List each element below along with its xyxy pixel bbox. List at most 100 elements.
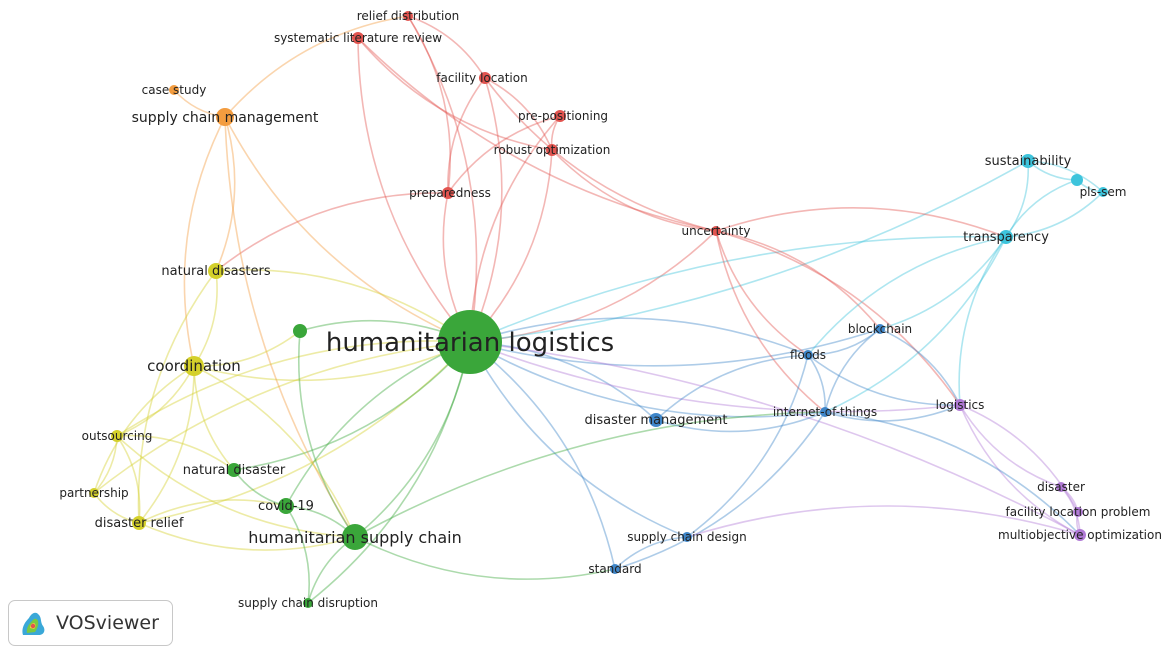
edge-unc-trans [715,207,1007,238]
label-dis: disaster [1037,480,1085,494]
label-dr: disaster relief [95,516,184,531]
edge-hl-floods [469,317,809,356]
edge-hl-out [116,340,471,437]
edge-hl-unc [469,230,717,343]
node-bc[interactable] [875,324,885,334]
edge-hl-log [469,341,961,413]
edge-coord-dr [138,365,195,524]
edge-bc-floods [807,328,881,356]
node-c1[interactable] [1071,174,1083,186]
label-std: standard [588,562,641,576]
node-unc[interactable] [711,226,721,236]
label-sust: sustainability [985,154,1072,169]
edge-trans-log [958,236,1007,406]
edge-log-moo [959,404,1081,536]
edge-trans-floods [807,236,1007,356]
node-ro[interactable] [546,144,558,156]
edge-hl-part [93,341,471,494]
label-pls: pls-sem [1080,185,1127,199]
edge-scm-nds [215,116,236,272]
edge-hl-fl [469,77,503,343]
edge-trans-pls [1005,191,1104,238]
edge-slr-ro [357,37,553,151]
node-scm[interactable] [216,108,234,126]
edge-log-dis [959,404,1062,488]
label-nds: natural disasters [161,264,270,279]
edge-hl-slr [357,37,471,343]
node-scd[interactable] [682,532,692,542]
edge-trans-iot [824,236,1007,413]
label-scm: supply chain management [132,110,319,126]
node-hsc[interactable] [342,524,368,550]
network-nodes [89,11,1108,608]
edge-coord-nd [193,365,235,471]
edge-nds-coord [193,270,218,367]
edge-iot-log [824,404,961,422]
edge-hl-trans [469,235,1007,343]
edge-out-hsc [116,435,356,538]
edge-hl-bc [469,328,881,367]
node-prep[interactable] [442,187,454,199]
node-floods[interactable] [803,350,813,360]
node-fl[interactable] [479,72,491,84]
node-cov[interactable] [278,498,294,514]
edge-hl-scdis [307,341,471,604]
edge-floods-iot [807,354,826,413]
node-pls[interactable] [1098,187,1108,197]
node-cs[interactable] [169,85,179,95]
node-pp[interactable] [554,110,566,122]
edge-scm-rd [224,15,409,118]
edge-log-flp [959,404,1079,513]
edge-hl-scd [469,341,688,538]
edge-dr-hsc [138,522,356,551]
edge-hl-dr [138,341,471,524]
node-dis[interactable] [1056,482,1066,492]
edge-scm-hsc [224,116,356,538]
edge-trans-bc [879,236,1007,330]
node-iot[interactable] [820,407,830,417]
node-dm[interactable] [649,413,663,427]
node-nds[interactable] [208,263,224,279]
edge-bc-iot [824,328,881,413]
edge-dr-cov [138,499,287,524]
node-log[interactable] [954,399,966,411]
edge-coord-g1 [193,330,301,367]
label-cs: case study [142,83,207,97]
node-g1[interactable] [293,324,307,338]
edge-hl-iot [469,341,826,418]
edge-coord-hsc [193,365,356,538]
edge-slr-unc [357,37,717,232]
node-moo[interactable] [1074,529,1086,541]
label-dm: disaster management [584,413,727,428]
edge-hl-moo [469,341,1081,536]
edge-coord-part [93,365,195,494]
network-edges [93,15,1104,604]
node-nd[interactable] [227,463,241,477]
edge-rd-fl [407,15,486,79]
node-scdis[interactable] [303,598,313,608]
label-prep: preparedness [409,186,491,200]
label-trans: transparency [963,230,1049,245]
node-std[interactable] [610,564,620,574]
node-coord[interactable] [184,356,204,376]
label-floods: floods [790,348,826,362]
node-out[interactable] [111,430,123,442]
edge-iot-moo [824,411,1081,536]
node-dr[interactable] [132,516,146,530]
edge-hsc-iot [354,411,826,538]
label-out: outsourcing [82,429,153,443]
node-part[interactable] [89,488,99,498]
node-slr[interactable] [352,32,364,44]
node-hl[interactable] [438,310,502,374]
node-sust[interactable] [1021,154,1035,168]
label-fl: facility location [436,71,527,85]
label-log: logistics [936,398,985,412]
node-flp[interactable] [1073,507,1083,517]
label-pp: pre-positioning [518,109,608,123]
label-scd: supply chain design [627,530,746,544]
node-rd[interactable] [403,11,413,21]
edge-dm-floods [655,354,809,421]
edge-g1-hsc [297,330,356,538]
node-trans[interactable] [999,230,1013,244]
